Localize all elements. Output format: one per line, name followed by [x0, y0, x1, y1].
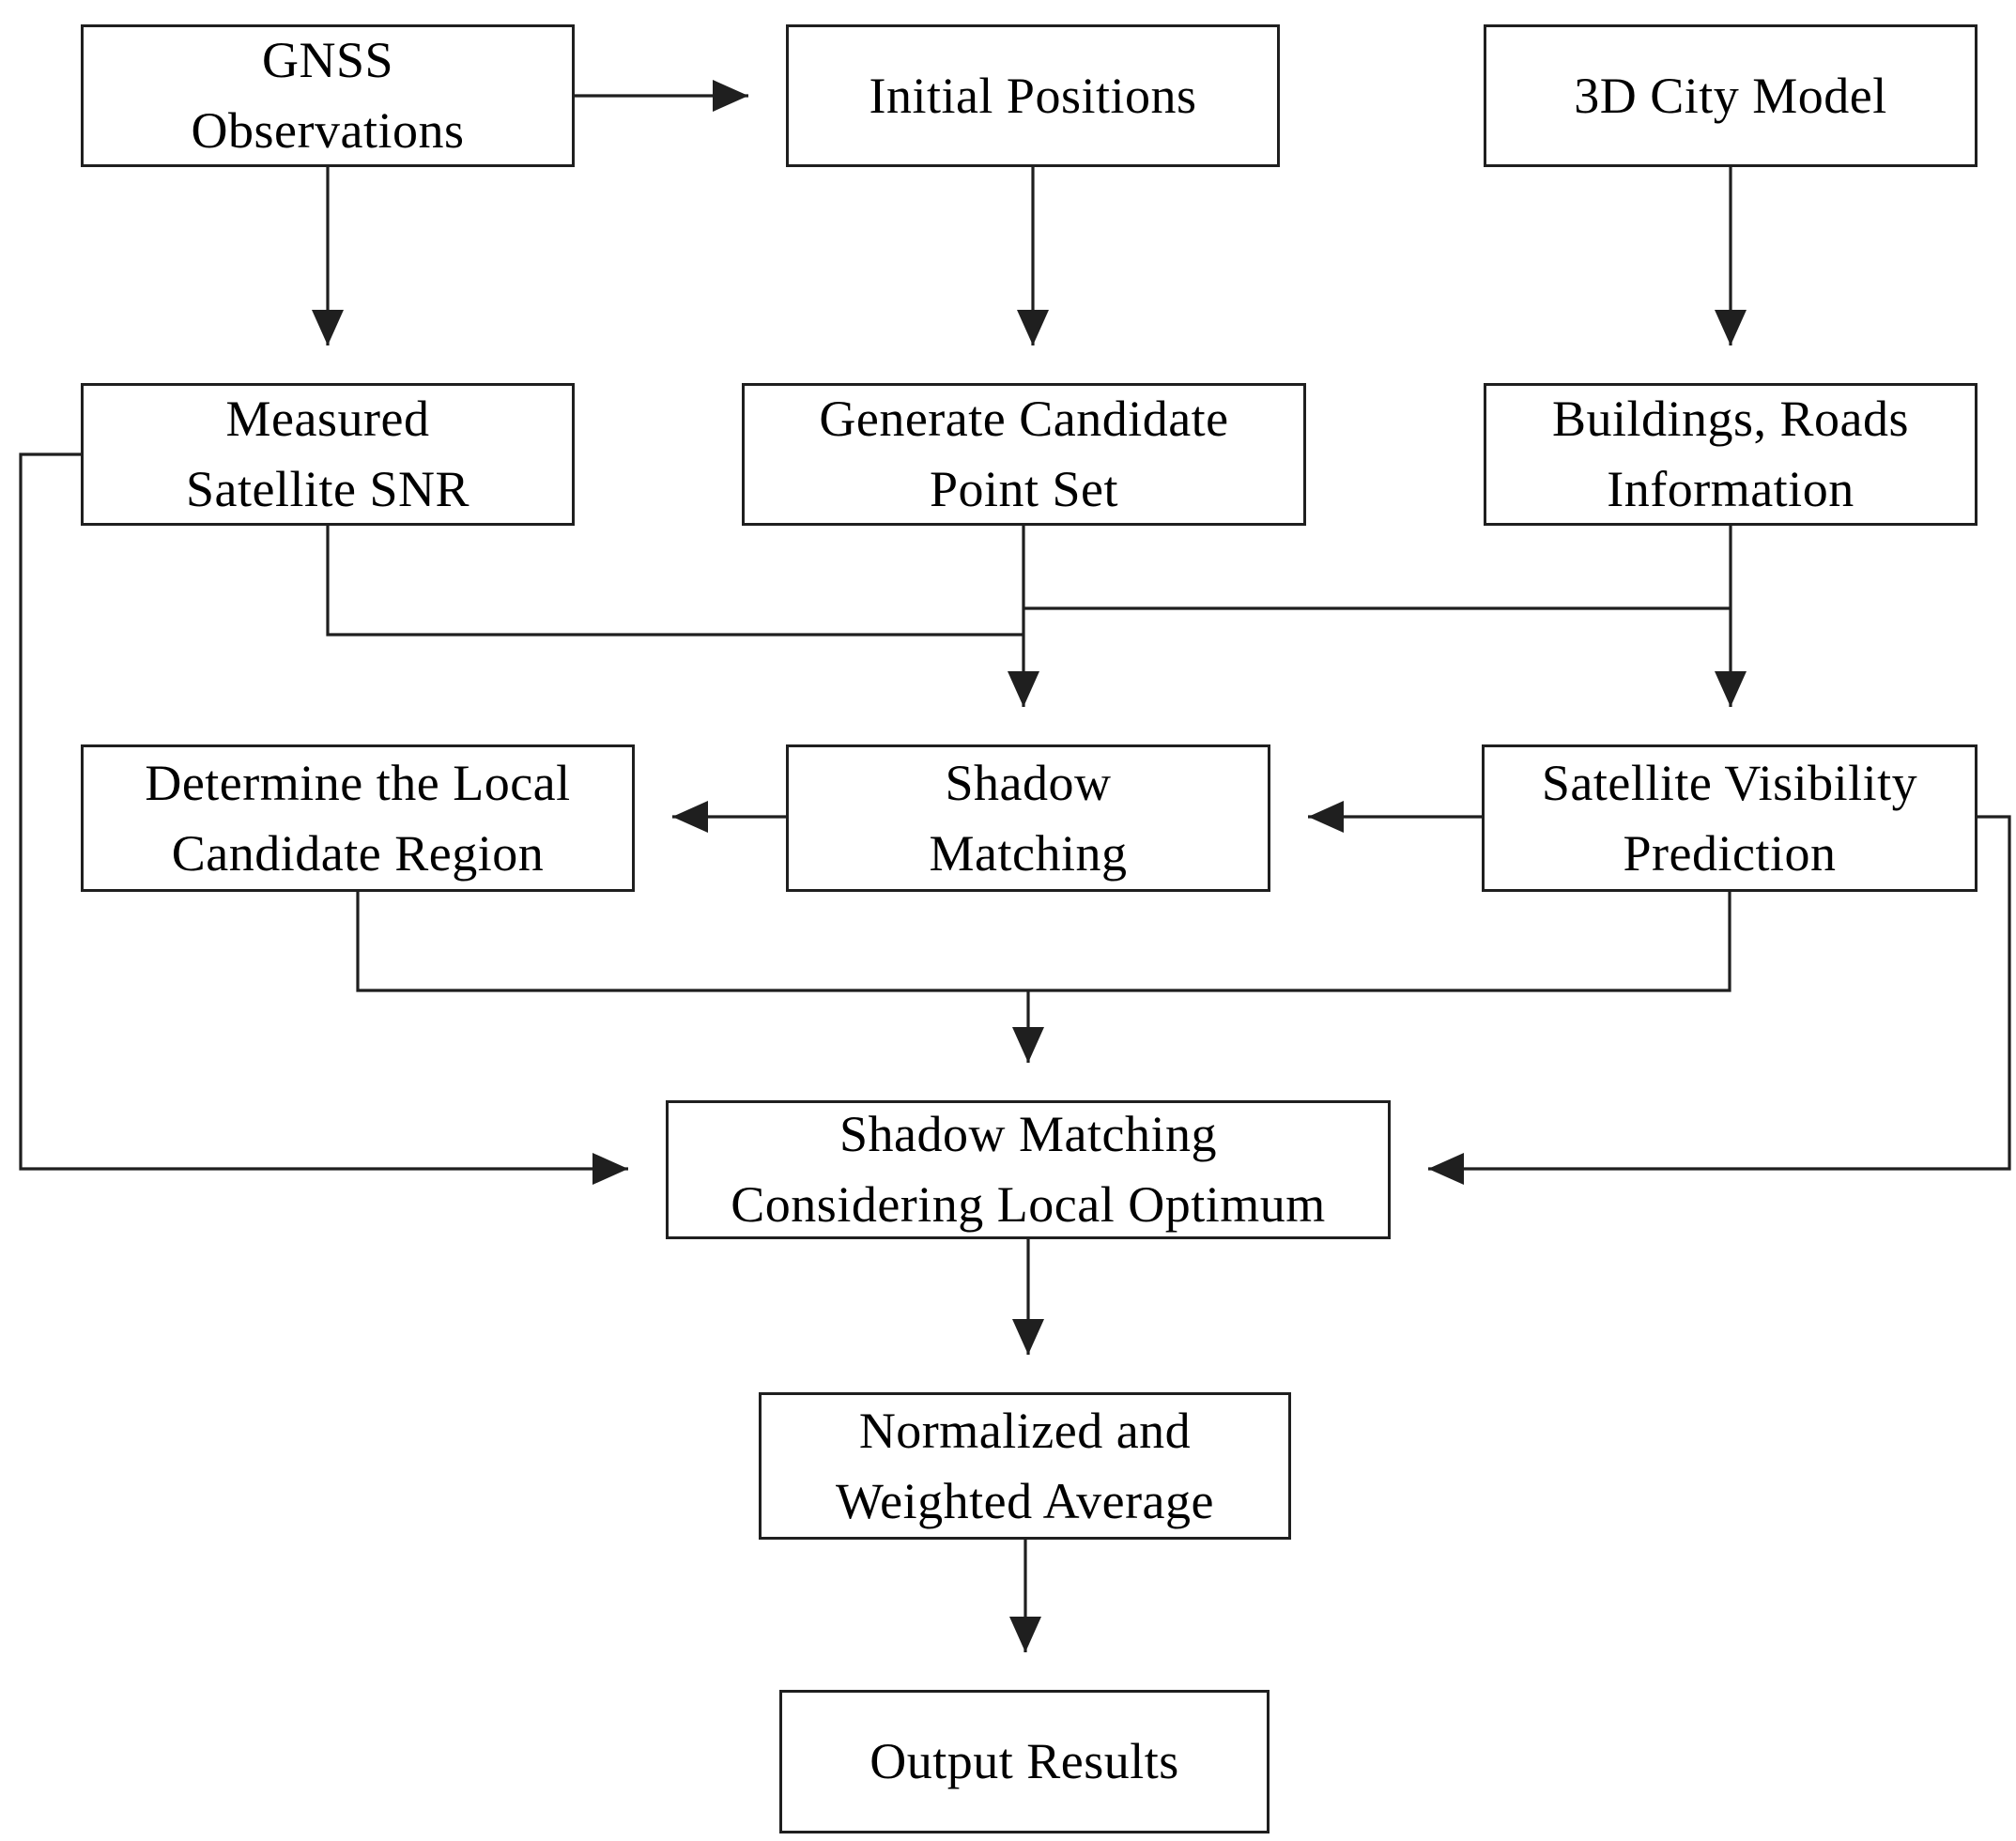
node-output-results: Output Results: [779, 1690, 1270, 1833]
node-gnss-observations: GNSS Observations: [81, 24, 575, 167]
node-output-results-label: Output Results: [869, 1733, 1179, 1790]
node-measured-satellite-snr-label: Measured Satellite SNR: [186, 391, 469, 517]
edge-measured-snr-branch-to-center-column: [326, 526, 1023, 637]
node-gnss-observations-label: GNSS Observations: [191, 32, 465, 159]
node-buildings-roads-information-label: Buildings, Roads Information: [1551, 391, 1910, 517]
node-generate-candidate-point-set: Generate Candidate Point Set: [742, 383, 1306, 526]
node-shadow-matching-considering-local-optimum-label: Shadow Matching Considering Local Optimu…: [731, 1106, 1326, 1233]
node-satellite-visibility-prediction-label: Satellite Visibility Prediction: [1541, 754, 1918, 882]
edge-visibility-right-loop-to-smclo: [1428, 815, 2011, 1185]
node-buildings-roads-information: Buildings, Roads Information: [1484, 383, 1978, 526]
edge-measured-snr-left-loop-to-smclo: [19, 453, 628, 1185]
node-shadow-matching-considering-local-optimum: Shadow Matching Considering Local Optimu…: [666, 1100, 1391, 1239]
node-initial-positions-label: Initial Positions: [869, 67, 1197, 124]
edge-merge-bar: [356, 892, 1731, 992]
node-generate-candidate-point-set-label: Generate Candidate Point Set: [819, 391, 1229, 517]
node-3d-city-model-label: 3D City Model: [1574, 67, 1887, 124]
node-normalized-weighted-average-label: Normalized and Weighted Average: [836, 1402, 1214, 1529]
node-determine-local-candidate-region: Determine the Local Candidate Region: [81, 744, 635, 892]
node-determine-local-candidate-region-label: Determine the Local Candidate Region: [145, 754, 571, 882]
node-satellite-visibility-prediction: Satellite Visibility Prediction: [1482, 744, 1978, 892]
node-shadow-matching-label: Shadow Matching: [929, 754, 1128, 882]
node-initial-positions: Initial Positions: [786, 24, 1280, 167]
node-shadow-matching: Shadow Matching: [786, 744, 1270, 892]
node-measured-satellite-snr: Measured Satellite SNR: [81, 383, 575, 526]
node-normalized-weighted-average: Normalized and Weighted Average: [759, 1392, 1291, 1540]
node-3d-city-model: 3D City Model: [1484, 24, 1978, 167]
